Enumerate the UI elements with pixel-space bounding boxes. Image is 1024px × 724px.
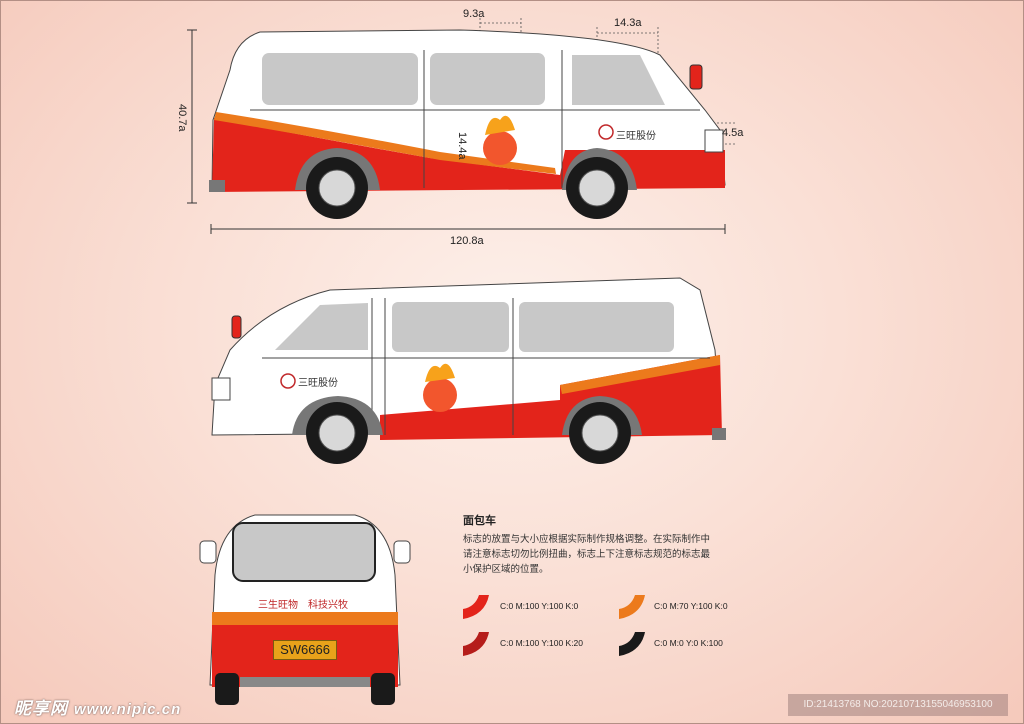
van-side-view-top xyxy=(187,18,735,234)
watermark-site-name: 昵享网 xyxy=(14,699,68,718)
license-plate: SW6666 xyxy=(273,640,337,660)
height-label: 40.7a xyxy=(176,104,188,132)
swatch-black-icon xyxy=(619,632,645,656)
brand-logo-text-top: 三旺股份 xyxy=(616,131,656,142)
swatch-black-label: C:0 M:0 Y:0 K:100 xyxy=(654,638,723,648)
brand-logo-text-middle: 三旺股份 xyxy=(298,378,338,389)
section-title: 面包车 xyxy=(463,515,496,527)
watermark-id: ID:21413768 NO:20210713155046953100 xyxy=(788,694,1008,716)
swatch-orange-label: C:0 M:70 Y:100 K:0 xyxy=(654,601,728,611)
swatch-dark-red-icon xyxy=(463,632,489,656)
swatch-orange-icon xyxy=(619,595,645,619)
brand-logo-width-label: 14.3a xyxy=(614,17,642,29)
mascot-height-label: 14.4a xyxy=(456,132,468,160)
swatch-red-icon xyxy=(463,595,489,619)
watermark-site: 昵享网 www.nipic.cn xyxy=(14,694,181,719)
length-label: 120.8a xyxy=(450,235,484,247)
rear-slogan: 三生旺物 科技兴牧 xyxy=(258,600,348,611)
van-side-view-middle xyxy=(211,277,726,464)
swatch-red-label: C:0 M:100 Y:100 K:0 xyxy=(500,601,579,611)
van-rear-view xyxy=(199,514,411,705)
watermark-url: www.nipic.cn xyxy=(74,701,182,718)
usage-description: 标志的放置与大小应根据实际制作规格调整。在实际制作中请注意标志切勿比例扭曲，标志… xyxy=(463,534,711,575)
swatch-dark-red-label: C:0 M:100 Y:100 K:20 xyxy=(500,638,584,648)
brand-logo-height-label: 4.5a xyxy=(722,127,744,139)
door-logo-width-label: 9.3a xyxy=(463,8,485,20)
